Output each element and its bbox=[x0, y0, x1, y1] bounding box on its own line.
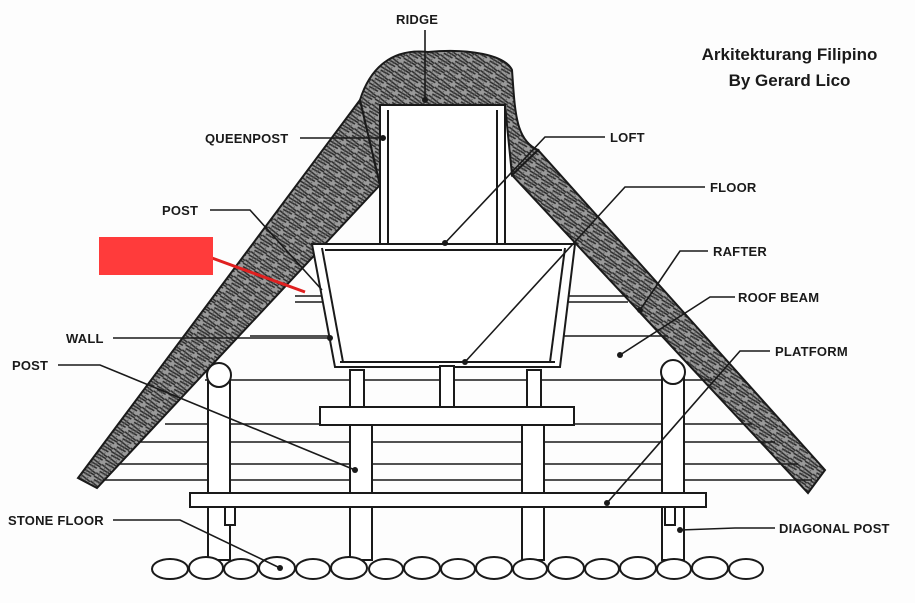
labels: RIDGE QUEENPOST LOFT POST FLOOR RAFTER R… bbox=[8, 12, 890, 536]
leader-floor bbox=[464, 186, 705, 363]
label-stone-floor: STONE FLOOR bbox=[8, 513, 104, 528]
leader-stone-floor bbox=[113, 519, 281, 569]
upper-room bbox=[310, 243, 577, 368]
leader-lines bbox=[58, 30, 775, 569]
source-credit: Arkitekturang Filipino By Gerard Lico bbox=[672, 42, 907, 94]
stone-floor bbox=[151, 556, 764, 580]
label-roof-beam: ROOF BEAM bbox=[738, 290, 819, 305]
platform-slab bbox=[319, 406, 575, 426]
label-post-upper: POST bbox=[162, 203, 198, 218]
roof-ridge-cap bbox=[358, 49, 540, 186]
leader-dots bbox=[277, 97, 683, 571]
label-floor: FLOOR bbox=[710, 180, 757, 195]
label-platform: PLATFORM bbox=[775, 344, 848, 359]
thatch-roof bbox=[76, 49, 827, 495]
upper-support-posts bbox=[349, 365, 542, 409]
credit-author: By Gerard Lico bbox=[728, 71, 851, 90]
label-diagonal-post: DIAGONAL POST bbox=[779, 521, 890, 536]
leader-rafter bbox=[639, 250, 708, 311]
leader-platform bbox=[606, 350, 770, 504]
leader-diagonal-post bbox=[679, 527, 775, 531]
label-queenpost: QUEENPOST bbox=[205, 131, 288, 146]
lower-platform bbox=[189, 492, 707, 526]
label-post-lower: POST bbox=[12, 358, 48, 373]
leader-post-upper bbox=[210, 209, 323, 291]
redaction-box bbox=[99, 237, 213, 275]
label-rafter: RAFTER bbox=[713, 244, 767, 259]
leader-roof-beam bbox=[619, 296, 735, 356]
credit-title: Arkitekturang Filipino bbox=[701, 45, 878, 64]
label-ridge: RIDGE bbox=[396, 12, 438, 27]
label-loft: LOFT bbox=[610, 130, 645, 145]
leader-loft bbox=[444, 136, 605, 244]
label-wall: WALL bbox=[66, 331, 104, 346]
leader-post-lower bbox=[58, 364, 356, 471]
red-pointer-line bbox=[211, 256, 306, 294]
queenpost-frame bbox=[379, 104, 506, 246]
